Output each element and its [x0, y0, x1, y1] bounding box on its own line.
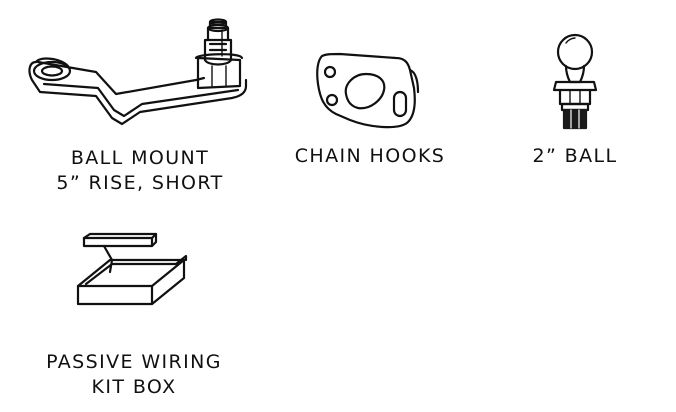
part-hitch-ball: 2” BALL	[480, 0, 676, 200]
chain-hooks-label-line-1: CHAIN HOOKS	[294, 145, 446, 167]
chain-hooks-icon	[316, 52, 420, 129]
ball-mount-icon	[28, 18, 248, 126]
kit-box-label-line-1: PASSIVE WIRING	[46, 351, 222, 373]
kit-box-icon	[76, 232, 188, 306]
part-chain-hooks: CHAIN HOOKS	[260, 0, 480, 200]
chain-hooks-label: CHAIN HOOKS	[260, 144, 480, 169]
hitch-ball-label-line-1: 2” BALL	[532, 145, 618, 167]
ball-mount-label: BALL MOUNT 5” RISE, SHORT	[40, 146, 240, 196]
kit-box-label: PASSIVE WIRING KIT BOX	[14, 350, 254, 400]
part-ball-mount: BALL MOUNT 5” RISE, SHORT	[0, 0, 260, 200]
ball-mount-label-line-2: 5” RISE, SHORT	[56, 172, 224, 194]
ball-mount-label-line-1: BALL MOUNT	[70, 147, 210, 169]
kit-box-label-line-2: KIT BOX	[91, 376, 177, 398]
hitch-ball-icon	[552, 33, 598, 130]
hitch-ball-label: 2” BALL	[480, 144, 670, 169]
part-kit-box: PASSIVE WIRING KIT BOX	[0, 220, 260, 412]
